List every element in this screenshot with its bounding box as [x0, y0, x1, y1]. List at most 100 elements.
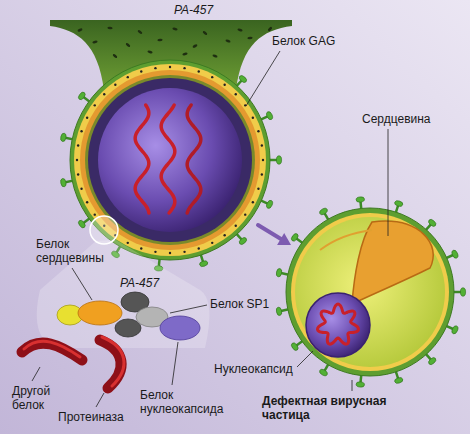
budding-virion: [98, 88, 242, 232]
drug-molecule: [183, 251, 185, 253]
part-label: Белок GAG: [272, 34, 335, 48]
drug-molecule: [247, 36, 252, 39]
drug-molecule: [172, 27, 178, 30]
viral-rna: [317, 304, 358, 344]
drug-molecule: [183, 67, 185, 69]
spike-head: [394, 377, 404, 385]
rna-strand: [317, 304, 358, 344]
spike-head: [77, 91, 86, 101]
spike-head: [356, 381, 365, 387]
spike-head: [451, 325, 459, 335]
spike-head: [356, 196, 365, 202]
budding-virion: [80, 70, 260, 250]
budding-virion: [74, 64, 266, 256]
transition-arrow: [258, 225, 281, 239]
core-fragment: [320, 230, 372, 250]
proteinase-ribbon: [100, 337, 124, 388]
drug-molecule: [77, 144, 79, 146]
drug-molecule: [262, 159, 264, 161]
spike-head: [199, 260, 209, 268]
drug-molecule: [223, 84, 225, 86]
leader-line: [172, 342, 178, 385]
spike-head: [238, 74, 248, 83]
drug-molecule: [223, 234, 225, 236]
spike-head: [77, 219, 86, 229]
spike-head: [451, 249, 459, 259]
drug-molecule: [257, 188, 259, 190]
drug-molecule: [244, 213, 246, 215]
drug-molecule: [76, 66, 264, 254]
drug-molecule: [154, 67, 156, 69]
spike-head: [290, 342, 299, 352]
drug-molecule: [202, 30, 208, 35]
envelope-spikes: [276, 196, 466, 387]
nucleocapsid-protein: [160, 316, 200, 340]
drug-molecule: [225, 39, 231, 43]
drug-label: PA-457: [174, 3, 213, 17]
spike-head: [276, 156, 281, 164]
drug-molecule: [261, 173, 263, 175]
leader-lines: [32, 51, 388, 407]
leader-line: [352, 380, 353, 391]
leader-line: [297, 351, 313, 367]
drug-molecule: [115, 319, 141, 337]
drug-molecule: [125, 42, 131, 47]
drug-molecule: [80, 130, 82, 132]
drug-molecule: [198, 70, 200, 72]
part-label: Белок нуклеокапсида: [140, 388, 236, 416]
drug-molecule: [198, 247, 200, 249]
drug-molecule: [92, 40, 98, 43]
spike-head: [60, 133, 67, 142]
part-label: Другой белок: [12, 384, 62, 412]
part-label: Сердцевина: [362, 112, 431, 126]
transition-arrow: [258, 225, 291, 245]
transition-arrow: [277, 233, 291, 245]
drug-molecule: [211, 76, 213, 78]
viral-rna: [135, 105, 201, 213]
drug-molecule: [77, 28, 83, 33]
caption-label: Дефектная вирусная частица: [262, 394, 402, 422]
drug-molecule: [267, 26, 273, 32]
drug-molecule: [169, 66, 171, 68]
drug-molecule: [140, 70, 142, 72]
spike-head: [60, 178, 67, 187]
other-protein-ribbon: [24, 341, 80, 357]
drug-molecule: [137, 29, 143, 34]
drug-molecule: [112, 53, 118, 58]
drug-molecule: [94, 104, 96, 106]
part-label: Нуклеокапсид: [214, 362, 293, 376]
spike-head: [238, 236, 248, 245]
drug-molecule: [257, 130, 259, 132]
budding-virion: [88, 78, 252, 242]
drug-label: PA-457: [120, 276, 159, 290]
drug-molecule: [252, 117, 254, 119]
drug-molecule: [77, 26, 273, 58]
part-label: Белок SP1: [210, 297, 269, 311]
drug-molecule: [80, 188, 82, 190]
core-protein-domain: [78, 301, 122, 325]
drug-molecule: [127, 242, 129, 244]
drug-molecule: [86, 201, 88, 203]
defective-particle: [286, 208, 454, 376]
drug-molecule: [192, 44, 198, 49]
defective-particle: [295, 217, 445, 367]
drug-molecule: [261, 144, 263, 146]
budding-virion: [85, 75, 255, 245]
defective-particle: [286, 208, 454, 376]
rna-strand: [161, 105, 175, 213]
spike-head: [427, 218, 437, 227]
spike-head: [265, 199, 273, 209]
magnifier-lens: [90, 216, 118, 244]
drug-molecule: [212, 54, 218, 58]
rna-strand: [187, 105, 201, 213]
rna-strand: [135, 105, 149, 213]
spike-head: [427, 356, 437, 365]
drug-molecule: [211, 242, 213, 244]
drug-molecule: [76, 159, 78, 161]
spike-head: [276, 268, 283, 277]
spike-head: [290, 232, 299, 242]
drug-molecule: [237, 28, 243, 32]
drug-molecule: [235, 93, 237, 95]
spike-head: [319, 368, 329, 377]
